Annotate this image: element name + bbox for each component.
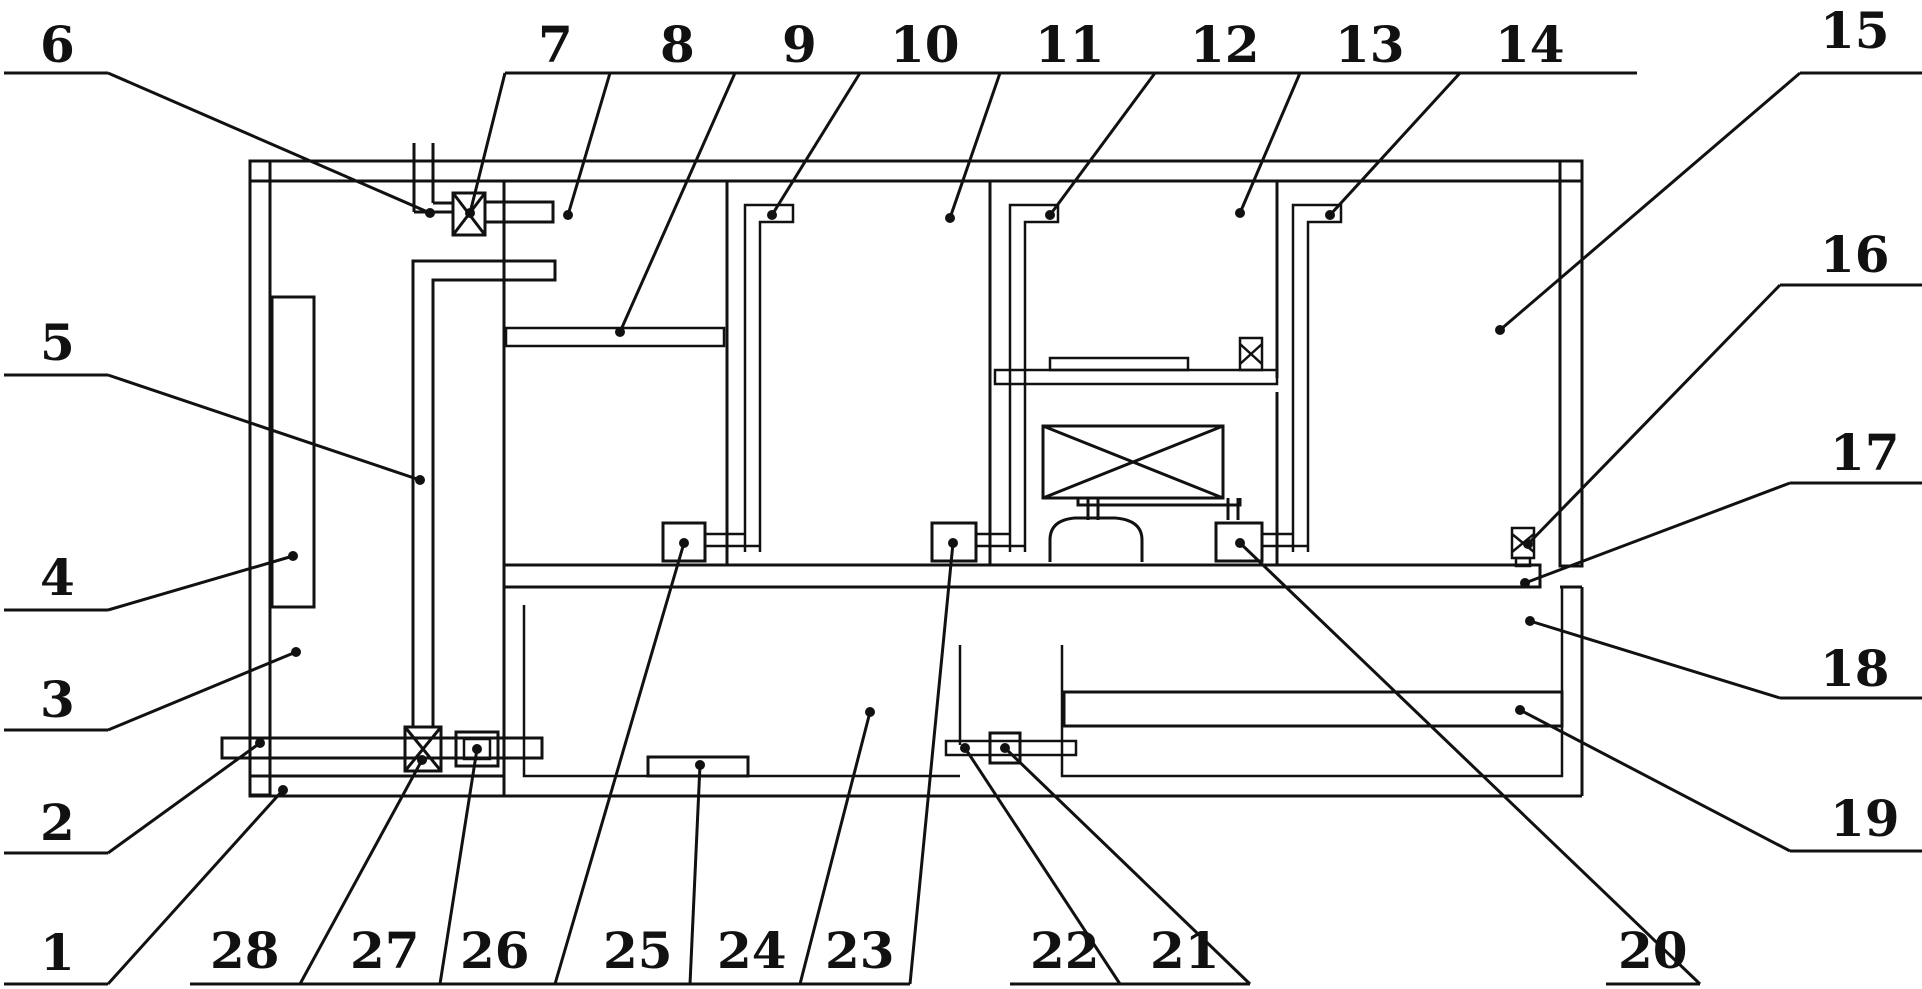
label-19: 19 (1830, 789, 1900, 848)
leader-dots (255, 208, 1535, 795)
pump-valve (403, 725, 443, 773)
shelf (993, 368, 1279, 386)
label-21: 21 (1150, 921, 1220, 980)
lower-tank-items (646, 690, 1564, 778)
label-16: 16 (1820, 225, 1890, 284)
heater-box (1041, 424, 1225, 500)
sensor-23 (930, 521, 978, 563)
label-1: 1 (40, 923, 75, 982)
label-27: 27 (350, 921, 420, 980)
filter-screen (504, 326, 726, 348)
label-12: 12 (1190, 15, 1260, 74)
label-14: 14 (1495, 15, 1565, 74)
label-17: 17 (1830, 423, 1900, 482)
label-15: 15 (1820, 1, 1890, 60)
label-24: 24 (717, 921, 787, 980)
label-2: 2 (40, 793, 75, 852)
shelf-valve (1238, 336, 1264, 372)
label-26: 26 (460, 921, 530, 980)
upper-partitions (725, 181, 1279, 565)
label-20: 20 (1618, 921, 1688, 980)
label-4: 4 (40, 548, 75, 607)
label-18: 18 (1820, 639, 1890, 698)
transfer-pump (988, 731, 1022, 765)
label-13: 13 (1335, 15, 1405, 74)
part-numbers: 6 7 8 9 10 11 12 13 14 15 5 4 3 2 1 28 2… (40, 1, 1900, 982)
middle-partition (502, 563, 1542, 589)
housing (248, 159, 1584, 798)
label-11: 11 (1035, 15, 1105, 74)
sensor-20 (1214, 521, 1264, 563)
outlet-pipe (220, 736, 544, 760)
label-9: 9 (782, 15, 817, 74)
top-wall (248, 159, 1584, 183)
inlet-pipe-branch (483, 200, 555, 224)
sensor-tubes (661, 203, 1343, 563)
label-28: 28 (210, 921, 280, 980)
right-wall (1558, 159, 1584, 568)
motor-dome (1048, 516, 1144, 562)
right-valve (1510, 526, 1536, 568)
sensor-26 (661, 521, 707, 563)
chamber-13-equipment (993, 336, 1279, 562)
label-6: 6 (40, 15, 75, 74)
label-25: 25 (603, 921, 673, 980)
label-10: 10 (890, 15, 960, 74)
pump-27 (454, 730, 500, 768)
label-22: 22 (1030, 921, 1100, 980)
shelf-tray (1048, 356, 1190, 372)
side-panel (270, 295, 316, 609)
left-wall (248, 159, 272, 797)
leader-lines (4, 71, 1922, 986)
filter-media (1062, 690, 1564, 728)
label-5: 5 (40, 313, 75, 372)
label-8: 8 (660, 15, 695, 74)
label-23: 23 (825, 921, 895, 980)
label-3: 3 (40, 670, 75, 729)
label-7: 7 (538, 15, 573, 74)
filter-screen-bar (504, 326, 726, 348)
bottom-left-wall (248, 774, 506, 798)
left-chamber (220, 143, 557, 773)
